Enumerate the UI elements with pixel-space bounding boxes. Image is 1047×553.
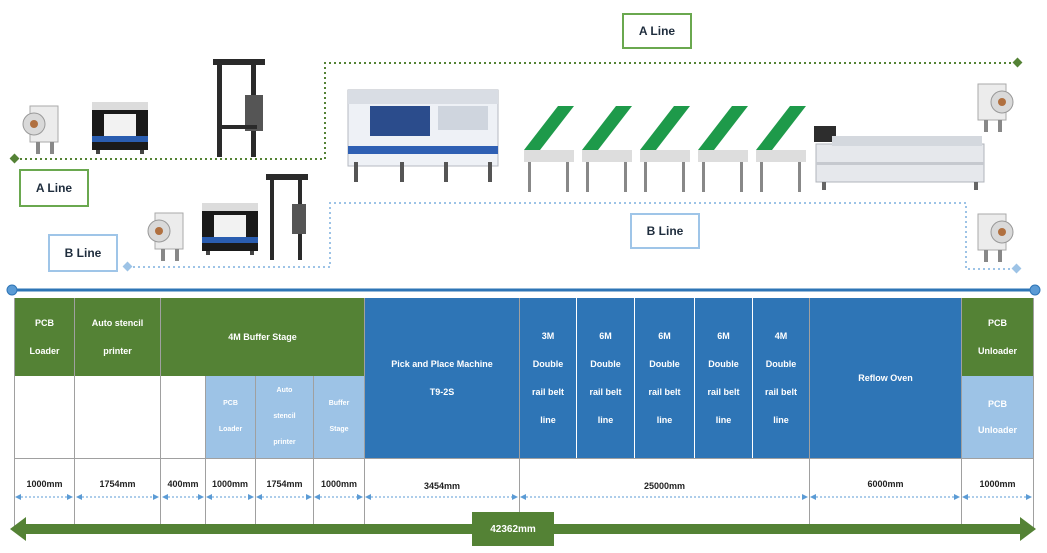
b-line-label-left: B Line [48,234,118,272]
conveyor-1 [524,106,574,192]
grid-line [519,298,520,530]
dim-b-loader: 1000mm [211,479,249,489]
station-label: 3M Double rail belt line [531,331,564,425]
station-pick-and-place: Pick and Place Machine T9-2S [365,298,519,458]
dim-pick-and-place: 3454mm [423,481,461,491]
b-station-buffer-stage: Buffer Stage [314,376,364,458]
station-label: PCB Loader [218,400,243,433]
a-line-start-marker [9,153,20,164]
stencil-printer-b-image [202,203,258,255]
station-label: PCB Unloader [977,318,1017,356]
reflow-oven-image [814,126,985,190]
conveyor-3 [640,106,690,192]
grid-line [364,298,365,530]
grid-line [313,376,314,530]
pcb-loader-a-image [22,105,59,154]
b-line-path [128,202,1017,270]
station-reflow-oven: Reflow Oven [810,298,961,458]
b-line-end-marker [1011,263,1022,274]
b-station-pcb-unloader: PCB Unloader [962,376,1033,458]
station-conveyor-5: 4M Double rail belt line [753,298,809,458]
station-conveyor-1: 3M Double rail belt line [520,298,576,458]
conveyor-2 [582,106,632,192]
total-length-label: 42362mm [472,512,554,546]
stencil-printer-a-image [92,102,148,154]
b-station-stencil-printer: Auto stencil printer [256,376,313,458]
pick-and-place-image [347,89,499,182]
station-label: PCB Loader [29,318,60,356]
a-line-path [15,62,1018,160]
dim-pcb-unloader: 1000mm [979,479,1016,489]
buffer-b-image [266,174,308,260]
arrow-heads [15,494,1032,500]
grid-line [961,298,962,530]
b-line-label-mid: B Line [630,213,700,249]
grid-line [1033,298,1034,530]
station-label: 6M Double rail belt line [648,331,681,425]
grid-line [74,298,75,530]
conveyor-4 [698,106,748,192]
dim-b-printer: 1754mm [266,479,303,489]
dim-stencil-printer: 1754mm [99,479,136,489]
dim-reflow-oven: 6000mm [867,479,904,489]
pcb-loader-b-image [147,212,184,261]
dimension-arrows [15,494,1032,500]
dim-pcb-loader: 1000mm [26,479,63,489]
station-conveyor-4: 6M Double rail belt line [695,298,752,458]
a-line-label-top: A Line [622,13,692,49]
dim-b-buffer: 1000mm [320,479,358,489]
dim-buffer-gap: 400mm [167,479,199,489]
station-conveyor-2: 6M Double rail belt line [577,298,634,458]
station-label: Reflow Oven [858,373,913,383]
station-pcb-unloader: PCB Unloader [962,298,1033,376]
b-station-pcb-loader: PCB Loader [206,376,255,458]
buffer-a-image [213,59,265,157]
grid-line [809,298,810,530]
station-pcb-loader: PCB Loader [15,298,74,376]
station-label: Auto stencil printer [91,318,144,356]
grid-line [160,298,161,530]
b-line-start-marker [122,261,133,272]
station-label: 6M Double rail belt line [707,331,740,425]
station-label: Auto stencil printer [273,387,296,446]
dim-conveyors: 25000mm [643,481,686,491]
grid-line [255,376,256,530]
station-label: 4M Buffer Stage [228,332,297,342]
conveyor-5 [756,106,806,192]
pcb-unloader-b-image [977,213,1014,262]
grid-line [14,298,15,530]
a-line-end-marker [1012,57,1023,68]
station-label: Buffer Stage [328,400,350,433]
scale-line [6,284,1041,296]
grid-line [205,376,206,530]
station-label: Pick and Place Machine T9-2S [391,359,493,397]
a-line-label-left: A Line [19,169,89,207]
pcb-unloader-a-image [977,83,1014,132]
station-label: PCB Unloader [977,399,1017,435]
station-conveyor-3: 6M Double rail belt line [635,298,694,458]
station-label: 6M Double rail belt line [589,331,622,425]
grid-line [14,458,1034,459]
station-buffer-stage: 4M Buffer Stage [161,298,364,376]
station-stencil-printer: Auto stencil printer [75,298,160,376]
station-label: 4M Double rail belt line [764,331,797,425]
conveyors-image [524,106,806,192]
